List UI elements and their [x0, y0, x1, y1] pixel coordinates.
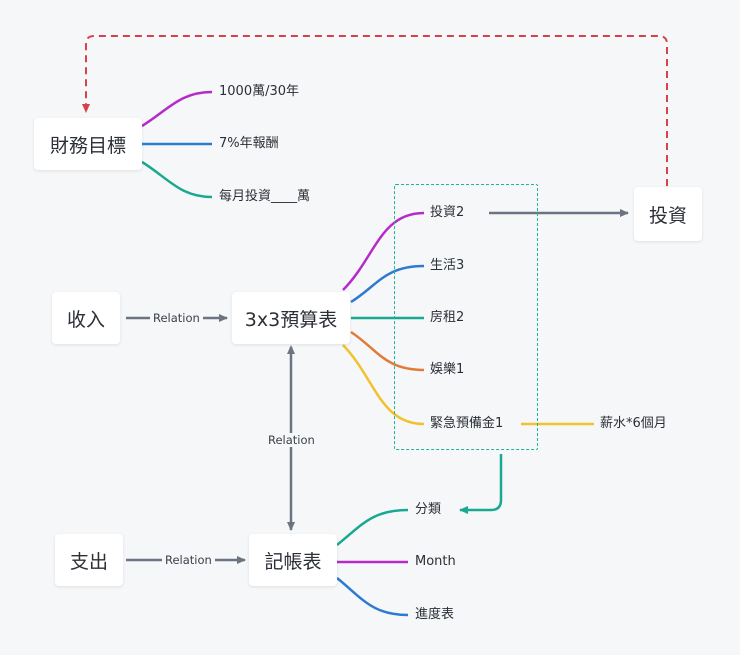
budget-branch-line-4: [350, 330, 425, 372]
budget-group-box: [394, 184, 538, 450]
budget-branch-line-2: [350, 264, 425, 304]
emergency-note[interactable]: 薪水*6個月: [600, 416, 667, 431]
budget-branch-living[interactable]: 生活3: [430, 258, 465, 273]
budget-table-node[interactable]: 3x3預算表: [232, 292, 350, 344]
relation-label-income-budget: Relation: [150, 311, 203, 325]
budget-branch-invest[interactable]: 投資2: [430, 205, 465, 220]
ledger-branch-line-3: [336, 577, 409, 617]
ledger-node[interactable]: 記帳表: [249, 534, 337, 586]
budget-branch-emergency[interactable]: 緊急預備金1: [430, 416, 504, 431]
relation-label-expense-ledger: Relation: [162, 553, 215, 567]
budget-branch-entertainment[interactable]: 娛樂1: [430, 362, 465, 377]
financial-goal-node[interactable]: 財務目標: [34, 118, 142, 170]
relation-label-budget-ledger: Relation: [265, 433, 318, 447]
budget-branch-line-1: [342, 211, 425, 291]
invest-node[interactable]: 投資: [634, 187, 702, 241]
budget-branch-line-5: [342, 344, 425, 426]
goal-branch-line-1: [141, 90, 213, 128]
income-node[interactable]: 收入: [52, 292, 120, 344]
expense-node[interactable]: 支出: [55, 534, 123, 586]
goal-branch-2[interactable]: 7%年報酬: [219, 136, 279, 151]
ledger-branch-progress[interactable]: 進度表: [415, 607, 455, 622]
goal-branch-1[interactable]: 1000萬/30年: [219, 84, 300, 99]
goal-branch-3[interactable]: 每月投資____萬: [219, 189, 311, 204]
box-to-category-arrow: [459, 454, 503, 514]
budget-branch-rent[interactable]: 房租2: [430, 310, 465, 325]
feedback-arrow: [82, 35, 668, 186]
ledger-branch-line-1: [336, 508, 409, 546]
goal-branch-line-3: [141, 160, 213, 199]
ledger-branch-month[interactable]: Month: [415, 554, 456, 569]
ledger-branch-category[interactable]: 分類: [415, 502, 442, 517]
